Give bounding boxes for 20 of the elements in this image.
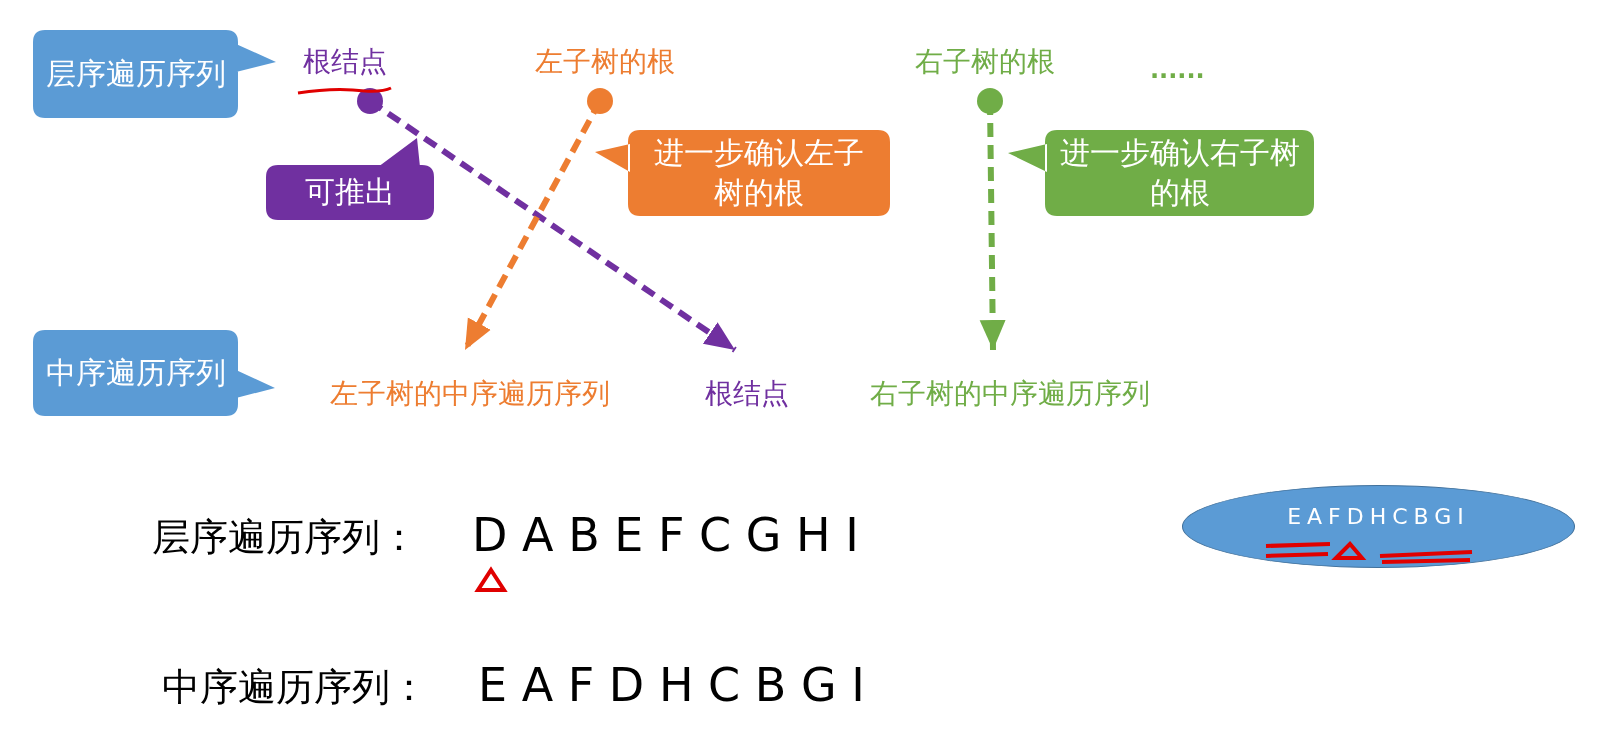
ellipse: EAFDHCBGI bbox=[1182, 485, 1575, 568]
speech-bubble: 可推出 bbox=[266, 138, 434, 220]
node-label: 根结点 bbox=[290, 48, 400, 98]
node-label: 右子树的根 bbox=[895, 48, 1075, 98]
sequence-letters: D A B E F C G H I bbox=[472, 512, 859, 558]
ellipsis-label: ...... bbox=[1150, 58, 1205, 82]
speech-bubble: 进一步确认左子树的根 bbox=[595, 130, 890, 216]
speech-bubble: 进一步确认右子树的根 bbox=[1008, 130, 1314, 216]
node-label: 左子树的中序遍历序列 bbox=[295, 352, 645, 408]
speech-bubble: 中序遍历序列 bbox=[33, 330, 275, 416]
node-label: 根结点 bbox=[692, 352, 802, 408]
dashed-arrow bbox=[357, 88, 737, 353]
sequence-letters: E A F D H C B G I bbox=[478, 662, 865, 708]
sequence-title: 中序遍历序列： bbox=[162, 668, 428, 706]
node-label: 右子树的中序遍历序列 bbox=[835, 352, 1185, 408]
speech-bubble: 层序遍历序列 bbox=[33, 30, 276, 118]
dashed-arrow bbox=[462, 88, 613, 352]
node-label: 左子树的根 bbox=[515, 48, 695, 98]
dashed-arrow bbox=[977, 88, 1006, 351]
sequence-title: 层序遍历序列： bbox=[152, 518, 418, 556]
